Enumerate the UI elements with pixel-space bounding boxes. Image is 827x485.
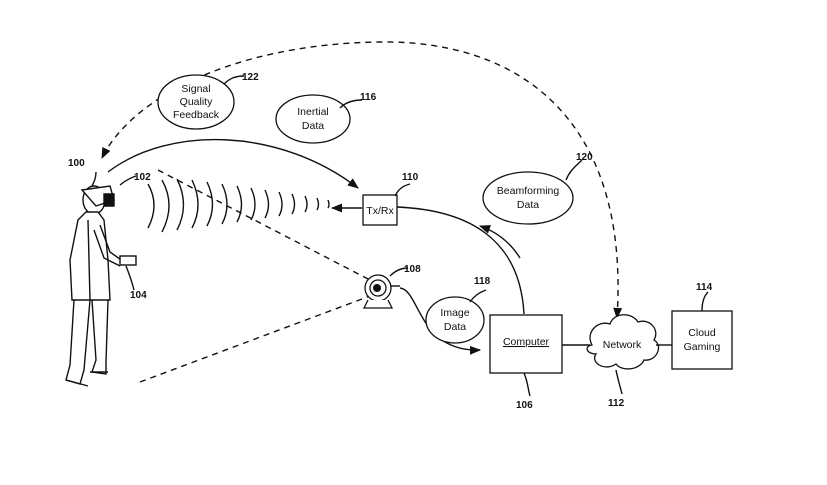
camera-icon — [362, 274, 400, 309]
user-to-txrx-arrow — [107, 138, 359, 189]
beamforming-line1: Beamforming — [497, 185, 560, 197]
ref-112: 112 — [608, 398, 625, 409]
camera-sight-line-top — [157, 169, 371, 281]
computer-box — [489, 314, 563, 374]
network-label: Network — [603, 339, 642, 351]
user-figure — [65, 185, 137, 387]
cloud-label-line1: Cloud — [688, 327, 716, 339]
ref-114: 114 — [696, 282, 713, 293]
image-line2: Data — [444, 321, 466, 333]
camera-sight-line-bottom — [139, 295, 371, 383]
inertial-line1: Inertial — [297, 106, 329, 118]
signal-quality-line2: Quality — [180, 96, 213, 108]
cloud-gaming-box — [671, 310, 733, 370]
txrx-computer-link — [396, 206, 525, 315]
ref-116: 116 — [360, 92, 377, 103]
ref-108: 108 — [404, 264, 421, 275]
inertial-ellipse — [275, 94, 351, 144]
signal-quality-line3: Feedback — [173, 109, 220, 121]
beamforming-ellipse — [482, 171, 574, 225]
beamforming-line2: Data — [517, 199, 539, 211]
cloud-label-line2: Gaming — [684, 341, 721, 353]
inertial-line2: Data — [302, 120, 324, 132]
ref-118: 118 — [474, 276, 491, 287]
signal-quality-ellipse — [157, 74, 235, 130]
txrx-box — [362, 194, 398, 226]
network-cloud — [586, 314, 660, 370]
ref-104: 104 — [130, 290, 147, 301]
controller-icon — [119, 255, 137, 266]
txrx-label: Tx/Rx — [366, 205, 394, 217]
image-line1: Image — [440, 307, 469, 319]
camera-computer-arrow — [399, 287, 482, 355]
beam-waves — [147, 178, 330, 233]
reference-leaders — [91, 75, 709, 397]
ref-110: 110 — [402, 172, 419, 183]
computer-label: Computer — [503, 336, 550, 348]
image-ellipse — [425, 296, 485, 344]
beamforming-arrow — [478, 225, 521, 259]
ref-122: 122 — [242, 72, 259, 83]
signal-quality-line1: Signal — [181, 83, 210, 95]
ref-100: 100 — [68, 158, 85, 169]
ref-102: 102 — [134, 172, 151, 183]
ref-120: 120 — [576, 152, 593, 163]
network-to-user-dashed-arrow — [101, 41, 623, 320]
ref-106: 106 — [516, 400, 533, 411]
